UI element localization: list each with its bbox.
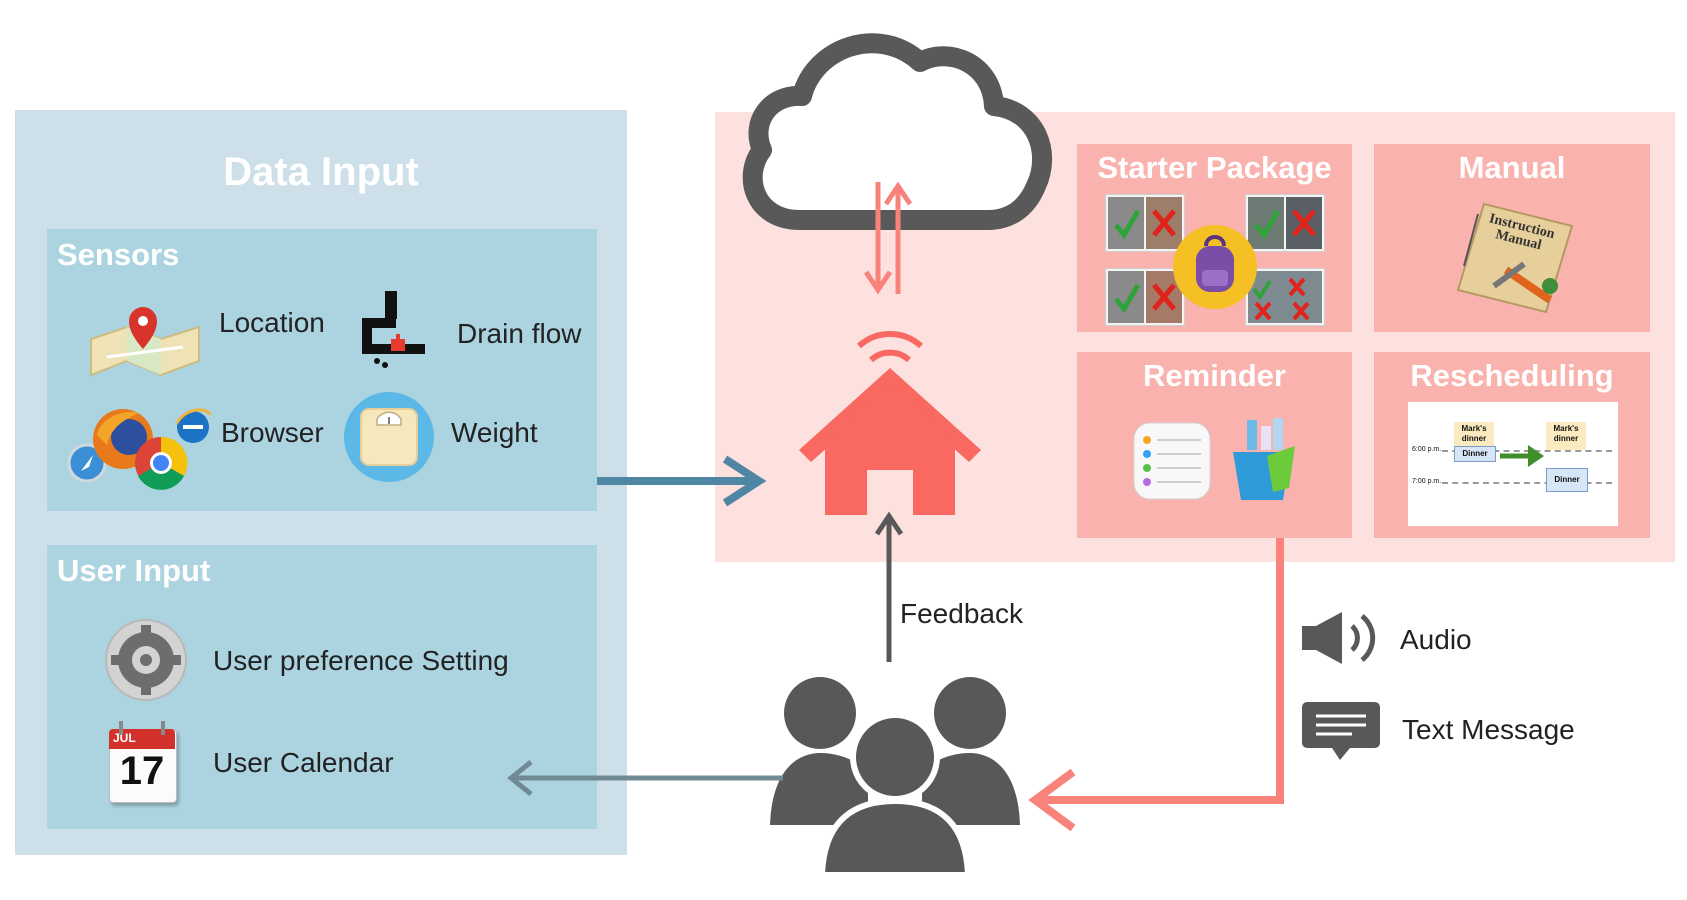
notification-arrow [1028, 538, 1284, 832]
speaker-icon [1302, 612, 1376, 664]
calendar-header [109, 729, 175, 749]
manual-title: Manual [1458, 150, 1566, 185]
calendar-icon: JUL 17 [105, 721, 179, 805]
event-moved: Mark's dinner [1546, 422, 1586, 450]
drain-pipe-icon [355, 291, 429, 371]
people-to-user-input-arrow [506, 760, 783, 796]
scale-icon [343, 391, 435, 483]
starter-photo-3 [1105, 268, 1185, 326]
calendar-ring-left [119, 721, 123, 735]
starter-photo-2 [1245, 194, 1325, 252]
weight-label: Weight [451, 417, 538, 448]
location-label: Location [219, 307, 325, 338]
schedule-card: 6:00 p.m. 7:00 p.m. Mark's dinner Dinner… [1408, 402, 1618, 526]
instruction-manual-icon: Instruction Manual [1454, 200, 1576, 316]
slot-moved: Dinner [1546, 468, 1588, 492]
starter-photo-4 [1245, 268, 1325, 326]
browser-label: Browser [221, 417, 324, 448]
rescheduling-title: Rescheduling [1410, 358, 1614, 393]
reminder-title: Reminder [1143, 358, 1286, 393]
event-original: Mark's dinner [1454, 422, 1494, 450]
backpack-icon [1172, 224, 1258, 310]
data-to-home-arrow [597, 455, 767, 507]
reminders-list-icon [1133, 422, 1211, 500]
cleaning-bucket-icon [1227, 416, 1297, 502]
time-label-1: 6:00 p.m. [1412, 446, 1442, 453]
settings-gear-icon [105, 619, 187, 701]
time-line-1 [1442, 450, 1612, 452]
reschedule-arrow-icon [1500, 445, 1544, 467]
starter-photo-1 [1105, 194, 1185, 252]
slot-original: Dinner [1454, 446, 1496, 462]
reminder-box: Reminder [1077, 352, 1352, 538]
user-preference-label: User preference Setting [213, 645, 509, 676]
text-message-label: Text Message [1402, 714, 1575, 745]
sensors-panel: Sensors Location Drain flow [47, 229, 597, 511]
starter-package-title: Starter Package [1097, 150, 1332, 185]
users-group-icon [770, 677, 1020, 878]
sensors-title: Sensors [57, 237, 180, 272]
user-input-title: User Input [57, 553, 211, 588]
user-input-panel: User Input User preference Setting JUL 1… [47, 545, 597, 829]
calendar-month: JUL [113, 731, 136, 745]
calendar-ring-right [161, 721, 165, 735]
drain-flow-label: Drain flow [457, 318, 582, 349]
cloud-sync-arrows [863, 181, 913, 295]
feedback-arrow [874, 511, 904, 662]
calendar-day: 17 [119, 749, 165, 793]
audio-label: Audio [1400, 624, 1472, 655]
time-label-2: 7:00 p.m. [1412, 478, 1442, 485]
smart-house-icon [799, 331, 981, 515]
feedback-label: Feedback [900, 598, 1023, 629]
starter-package-box: Starter Package [1077, 144, 1352, 332]
data-input-title: Data Input [223, 150, 419, 194]
browser-logos-icon [67, 405, 211, 493]
rescheduling-box: Rescheduling 6:00 p.m. 7:00 p.m. Mark's … [1374, 352, 1650, 538]
time-line-2 [1442, 482, 1612, 484]
user-calendar-label: User Calendar [213, 747, 394, 778]
manual-box: Manual Instruction Manual [1374, 144, 1650, 332]
map-pin-icon [87, 299, 205, 379]
chat-bubble-icon [1302, 702, 1380, 760]
cloud-icon [742, 33, 1053, 230]
data-input-panel: Data Input Sensors Location [15, 110, 627, 855]
